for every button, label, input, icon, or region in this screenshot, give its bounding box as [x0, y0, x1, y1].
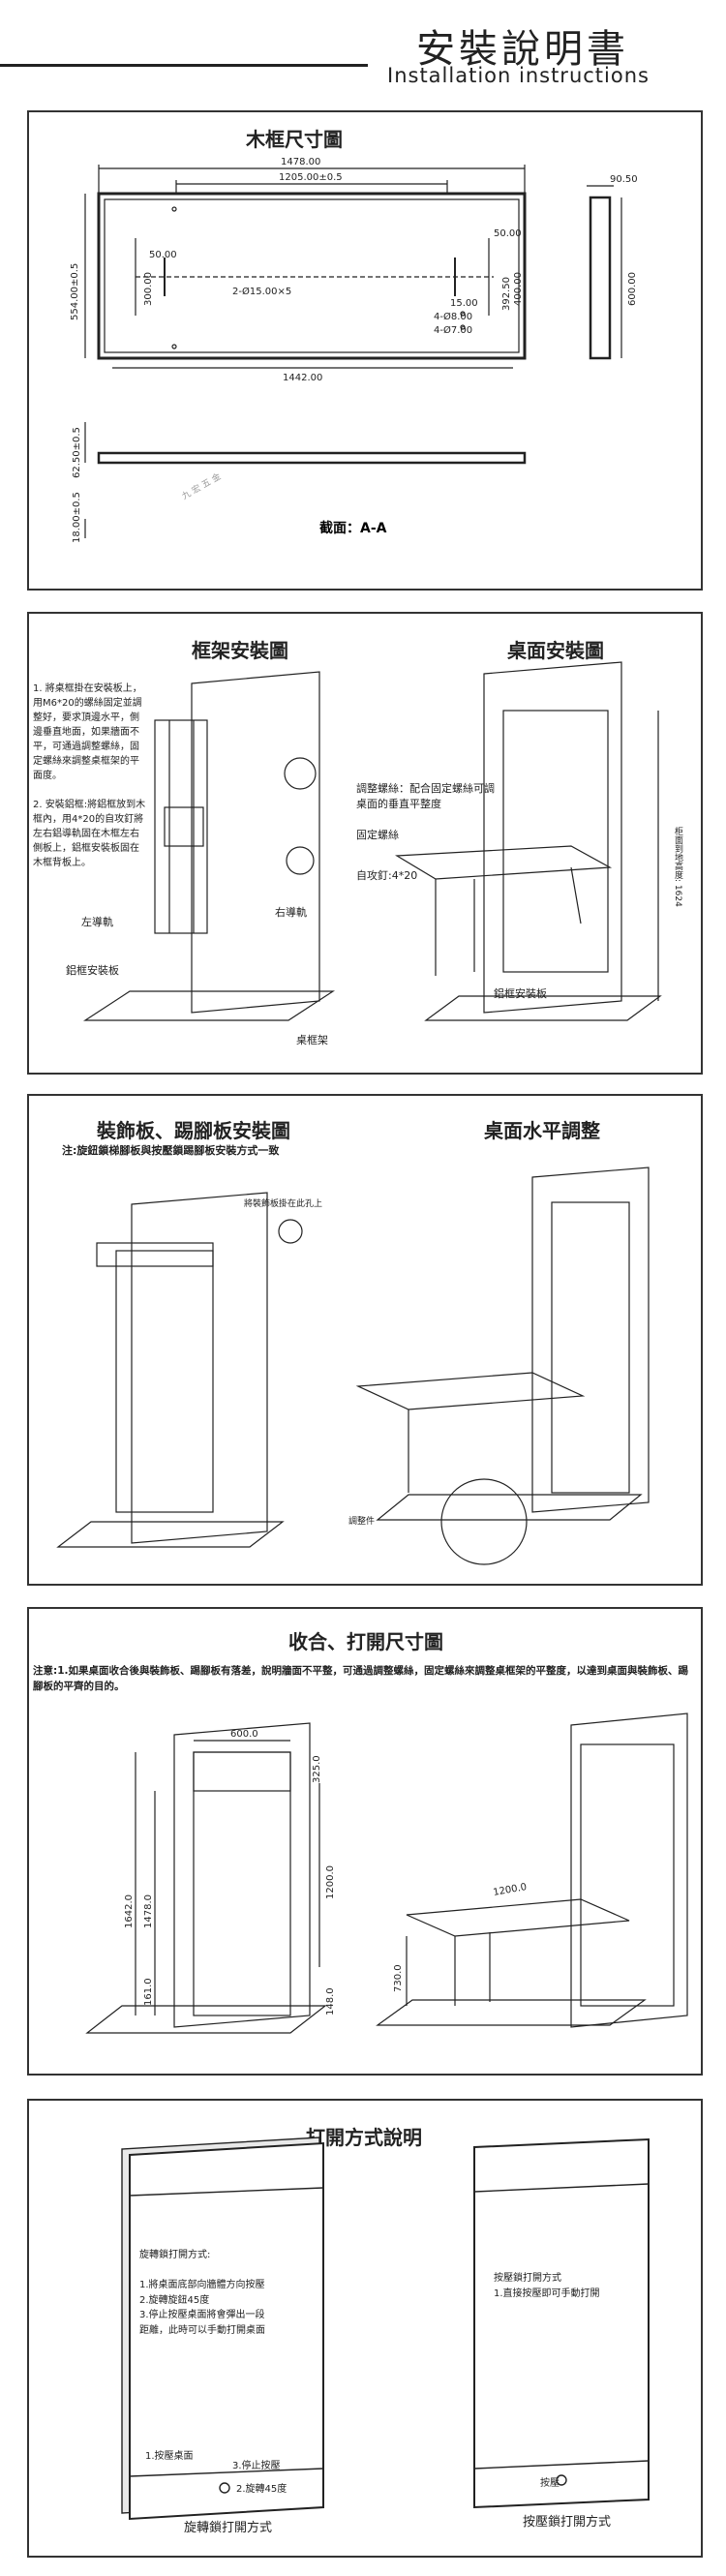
- open-close-note: 注意:1.如果桌面收合後與裝飾板、踢腳板有落差，說明牆面不平整，可通過調整螺絲，…: [33, 1665, 688, 1693]
- title-decoration: 裝飾板、踢腳板安裝圖: [97, 1119, 290, 1142]
- frame-dimension-drawing: 1478.00 1205.00±0.5 1442.00 50.00 50.00 …: [70, 157, 638, 543]
- label-hook: 將裝飾板掛在此孔上: [244, 1199, 323, 1209]
- section-title: 木框尺寸圖: [246, 128, 343, 151]
- label-fix-screw: 固定螺絲: [356, 829, 399, 841]
- dim-554: 554.00±0.5: [70, 263, 80, 320]
- dim-50-right: 50.00: [494, 228, 522, 239]
- label-adjust: 調整螺絲：配合固定螺絲可調桌面的垂直平整度: [356, 782, 495, 810]
- section-frame-dimensions: 木框尺寸圖: [27, 110, 703, 591]
- step-stop: 3.停止按壓: [232, 2461, 281, 2471]
- label-press: 按壓: [540, 2478, 560, 2489]
- label-frame: 桌框架: [296, 1034, 328, 1046]
- dim-392: 392.50: [501, 277, 512, 311]
- caption-rotate-lock: 旋轉鎖打開方式: [184, 2521, 273, 2535]
- title-open-close: 收合、打開尺寸圖: [288, 1630, 443, 1653]
- dim-1478: 1478.0: [143, 1894, 154, 1928]
- watermark: 九 宏 五 金: [180, 470, 224, 502]
- dim-1200-v: 1200.0: [325, 1865, 336, 1899]
- dim-4-8: 4-Ø8.00: [434, 311, 472, 322]
- dim-15: 15.00: [450, 298, 478, 309]
- dim-161: 161.0: [143, 1978, 154, 2006]
- dim-148: 148.0: [325, 1987, 336, 2015]
- opening-drawing: [121, 2137, 650, 2521]
- label-right-rail: 右導軌: [275, 906, 307, 919]
- decoration-note: 注:旋鈕鎖梯腳板與按壓鎖踢腳板安裝方式一致: [62, 1144, 280, 1157]
- dim-62: 62.50±0.5: [72, 427, 82, 478]
- dim-18: 18.00±0.5: [72, 492, 82, 543]
- rotate-lock-text: 旋轉鎖打開方式: 1.將桌面底部向牆體方向按壓 2.旋轉旋鈕45度 3.停止按壓…: [139, 2250, 265, 2336]
- label-left-rail: 左導軌: [81, 916, 113, 928]
- page-title: 安裝說明書: [416, 27, 629, 72]
- page-header: 安裝說明書 Installation instructions: [0, 0, 726, 97]
- dim-90: 90.50: [610, 174, 638, 185]
- dim-600: 600.00: [627, 272, 638, 306]
- dim-1442: 1442.00: [283, 373, 322, 383]
- label-al-plate: 鋁框安裝板: [66, 964, 119, 977]
- page-subtitle: Installation instructions: [387, 64, 650, 87]
- dim-50-left: 50.00: [149, 250, 177, 260]
- label-adjuster: 調整件: [348, 1517, 376, 1527]
- dim-1205: 1205.00±0.5: [279, 172, 343, 183]
- label-al-plate-2: 鋁框安裝板: [494, 987, 547, 1000]
- dim-2015: 2-Ø15.00×5: [232, 286, 291, 297]
- step-press: 1.按壓桌面: [145, 2451, 194, 2462]
- step-rotate: 2.旋轉45度: [236, 2484, 287, 2495]
- label-tap-screw: 自攻釘:4*20: [356, 869, 418, 882]
- dim-730: 730.0: [393, 1964, 404, 1992]
- decoration-drawing: [56, 1167, 650, 1565]
- dim-1642: 1642.0: [124, 1894, 135, 1928]
- dim-1478: 1478.00: [281, 157, 320, 167]
- label-height: 柜面到地高度: 1624: [673, 827, 682, 907]
- header-rule: [0, 64, 368, 67]
- install-drawing: [82, 661, 662, 1021]
- dim-325: 325.0: [312, 1755, 322, 1783]
- section-label: 截面：A-A: [319, 520, 387, 536]
- open-close-drawing: 600.0 1642.0 1478.0 325.0 1200.0 161.0 1…: [85, 1712, 688, 2034]
- section-opening-method: 打開方式說明 旋轉鎖打開方式: 1.將桌面底部向牆體方向按壓 2.旋轉旋鈕45度…: [27, 2099, 703, 2558]
- install-note: 1. 將桌框掛在安裝板上，用M6*20的螺絲固定並調整好，要求頂邊水平，側邊垂直…: [33, 683, 146, 868]
- dim-400: 400.00: [513, 272, 524, 306]
- dim-w600: 600.0: [230, 1729, 258, 1740]
- section-open-close-dims: 收合、打開尺寸圖 注意:1.如果桌面收合後與裝飾板、踢腳板有落差，說明牆面不平整…: [27, 1607, 703, 2076]
- section-decoration: 裝飾板、踢腳板安裝圖 桌面水平調整 注:旋鈕鎖梯腳板與按壓鎖踢腳板安裝方式一致 …: [27, 1094, 703, 1586]
- dim-1200-w: 1200.0: [493, 1882, 528, 1898]
- title-frame-install: 框架安裝圖: [192, 639, 288, 662]
- title-tabletop-install: 桌面安裝圖: [507, 639, 604, 662]
- dim-4-7: 4-Ø7.00: [434, 324, 472, 336]
- press-lock-text: 按壓鎖打開方式 1.直接按壓即可手動打開: [494, 2273, 600, 2299]
- title-leveling: 桌面水平調整: [484, 1119, 600, 1142]
- caption-press-lock: 按壓鎖打開方式: [523, 2515, 612, 2530]
- title-opening: 打開方式說明: [306, 2126, 422, 2149]
- dim-300: 300.00: [143, 272, 154, 306]
- section-frame-install: 框架安裝圖 桌面安裝圖 1. 將桌框掛在安裝板上，用M6*20的螺絲固定並調整好…: [27, 612, 703, 1075]
